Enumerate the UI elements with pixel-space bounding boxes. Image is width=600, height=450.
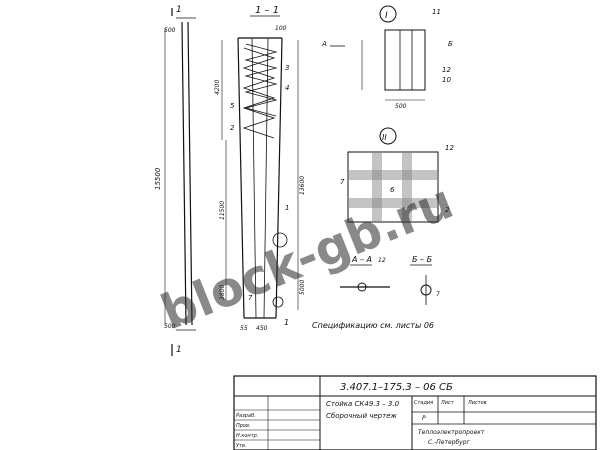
sheets-header: Листов xyxy=(467,400,487,406)
stage-header: Стадия xyxy=(414,400,433,406)
dim-base-small: 55 xyxy=(240,325,248,332)
left-elevation: 15500 500 500 1 1 xyxy=(154,5,196,356)
callout-7c: 7 xyxy=(436,291,440,298)
view-I-detail: I 500 А Б 11 12 10 xyxy=(321,5,453,110)
view-I-label: I xyxy=(385,11,388,21)
dim-right: 13600 xyxy=(299,176,306,195)
callout-7: 7 xyxy=(248,294,253,302)
callout-6: 6 xyxy=(390,186,395,194)
dim-bottom-width: 450 xyxy=(256,325,268,332)
callout-12: 12 xyxy=(442,66,451,74)
callout-1: 1 xyxy=(285,204,289,212)
callout-11: 11 xyxy=(432,8,441,16)
callout-5: 5 xyxy=(230,102,235,110)
title-block: 3.407.1–175.3 – 06 СБ Стойка СК49.3 – 3.… xyxy=(233,375,597,450)
section-1-1-title: 1 – 1 xyxy=(255,5,279,16)
role-1: Пров. xyxy=(236,423,251,429)
dim-top: 4200 xyxy=(214,80,221,95)
callout-2b: 2 xyxy=(445,206,450,214)
section-1-1: 1 – 1 4200 11500 3800 13600 5000 450 55 … xyxy=(214,5,306,332)
dim-bottom-width-left: 500 xyxy=(164,323,176,330)
callout-4: 4 xyxy=(285,84,289,92)
dim-top-small: 100 xyxy=(275,25,287,32)
callout-10: 10 xyxy=(442,76,451,84)
role-3: Утв. xyxy=(236,443,247,449)
doc-code: 3.407.1–175.3 – 06 СБ xyxy=(340,382,453,393)
dim-bottom: 3800 xyxy=(219,285,226,300)
role-2: Н.контр. xyxy=(236,433,258,439)
section-A-A: А – А 12 xyxy=(340,255,390,292)
arrow-A-label: А xyxy=(321,40,327,48)
callout-2: 2 xyxy=(230,124,235,132)
dim-mid: 11500 xyxy=(219,201,226,220)
dim-overall-height: 15500 xyxy=(154,167,162,190)
callout-3: 3 xyxy=(285,64,289,72)
section-B-B-title: Б – Б xyxy=(412,255,433,264)
spec-note: Спецификацию см. листы 06 xyxy=(312,321,434,330)
doc-name-line2: Сборочный чертеж xyxy=(326,412,397,420)
view-II-label: II xyxy=(382,133,387,142)
org-line2: С.-Петербург xyxy=(428,439,471,446)
doc-name-line1: Стойка СК49.3 – 3.0 xyxy=(326,400,400,408)
dim-bottom-right: 5000 xyxy=(299,280,306,295)
arrow-B-label: Б xyxy=(448,40,453,48)
cut-mark-right: 1 xyxy=(284,318,289,327)
callout-7b: 7 xyxy=(340,178,345,186)
stage-value: Р xyxy=(422,415,426,422)
section-A-A-title: А – А xyxy=(351,255,372,264)
callout-12b: 12 xyxy=(445,144,454,152)
role-0: Разраб. xyxy=(236,413,256,419)
cut-mark-top: 1 xyxy=(176,5,182,15)
view-II-detail: II 12 6 2 7 xyxy=(340,127,454,223)
callout-12c: 12 xyxy=(378,257,386,264)
section-B-B: Б – Б 7 xyxy=(410,255,440,305)
org-line1: Теплоэлектропроект xyxy=(418,429,485,436)
dim-top-width: 500 xyxy=(164,27,176,34)
sheet-header: Лист xyxy=(440,400,455,406)
dim-view-I: 500 xyxy=(395,103,407,110)
cut-mark-bottom: 1 xyxy=(176,345,182,355)
